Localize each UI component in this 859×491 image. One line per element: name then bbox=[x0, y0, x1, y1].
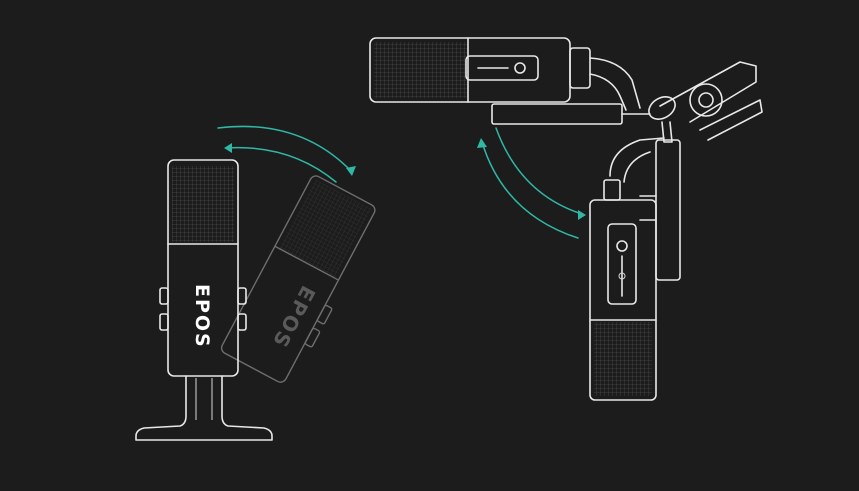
boom-arm-microphone bbox=[369, 37, 763, 401]
horizontal-microphone bbox=[369, 37, 651, 125]
boom-arm bbox=[648, 61, 763, 143]
right-side-knob-top bbox=[237, 287, 247, 305]
left-side-knob-top bbox=[159, 287, 169, 305]
ghost-logo-text: EPOS bbox=[267, 282, 320, 353]
upright-microphone: EPOS bbox=[159, 159, 247, 377]
right-side-knob-bottom bbox=[237, 313, 247, 331]
stand-base bbox=[135, 375, 273, 441]
vertical-microphone bbox=[589, 137, 681, 401]
desk-stand-microphone: EPOS EPOS bbox=[135, 125, 376, 441]
tilt-arrows bbox=[217, 125, 356, 183]
left-side-knob-bottom bbox=[159, 313, 169, 331]
tilted-microphone-ghost: EPOS bbox=[220, 175, 376, 383]
microphone-logo-text: EPOS bbox=[191, 284, 213, 349]
swing-arrows bbox=[477, 127, 586, 239]
